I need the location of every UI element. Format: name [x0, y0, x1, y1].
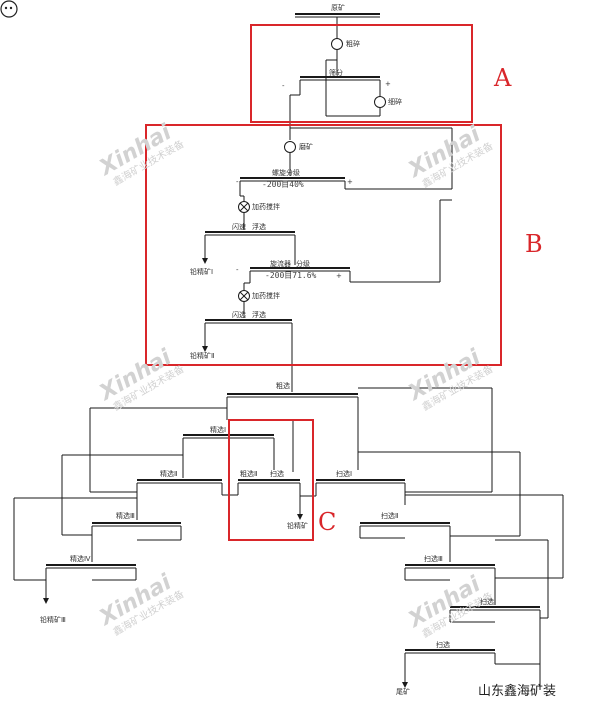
label-minus-b2: -	[236, 266, 239, 274]
label-classify1: 螺旋分级	[272, 169, 300, 177]
label-scav1: 扫选Ⅰ	[336, 470, 353, 478]
label-c-right: 扫选	[270, 470, 284, 478]
label-size2: -200目71.6%	[265, 271, 317, 280]
section-a-box	[250, 24, 473, 123]
label-grind2-b: 分级	[296, 260, 310, 268]
label-agitate2: 加药搅拌	[252, 292, 280, 300]
section-c-label: C	[318, 508, 337, 536]
label-grind2-a: 旋流器	[270, 260, 291, 268]
label-size1: -200目40%	[262, 180, 304, 189]
label-rough2-left: 闪选	[232, 311, 246, 319]
label-scav3: 扫选Ⅲ	[424, 555, 443, 563]
label-rough2-right: 浮选	[252, 311, 266, 319]
label-fine-crush: 细碎	[388, 98, 402, 106]
section-a-label: A	[494, 64, 512, 92]
label-plus: +	[385, 80, 391, 88]
crusher-symbol	[331, 38, 343, 50]
label-conc2: 铅精矿Ⅱ	[190, 352, 215, 360]
chat-bubble-icon	[0, 0, 18, 18]
brand-tag: 山东鑫海矿装	[478, 684, 557, 699]
label-scav5: 扫选	[436, 641, 450, 649]
label-clean3: 精选Ⅲ	[116, 512, 135, 520]
mill1-symbol	[284, 141, 296, 153]
label-crush: 粗碎	[346, 40, 360, 48]
label-clean4: 精选Ⅳ	[70, 555, 91, 563]
label-grind1: 磨矿	[299, 143, 313, 151]
label-c-left: 粗选Ⅱ	[240, 470, 258, 478]
section-c-box	[228, 419, 314, 541]
label-minus-b1: -	[236, 178, 239, 186]
label-clean1: 精选Ⅰ	[210, 426, 227, 434]
label-feed: 原矿	[331, 4, 345, 12]
label-scav4: 扫选	[480, 598, 494, 606]
label-agitate1: 加药搅拌	[252, 203, 280, 211]
label-plus-b1: +	[347, 178, 353, 186]
section-b-label: B	[525, 230, 543, 258]
section-b-box	[145, 124, 502, 366]
agitator1-symbol	[238, 201, 250, 213]
agitator2-symbol	[238, 290, 250, 302]
label-conc1: 铅精矿Ⅰ	[190, 268, 214, 276]
label-conc-final: 铅精矿Ⅲ	[40, 616, 66, 624]
label-minus: -	[282, 82, 285, 90]
label-plus-b2: +	[336, 272, 342, 280]
label-rougher: 粗选	[276, 382, 290, 390]
label-screen: 筛分	[329, 69, 343, 77]
fine-crusher-symbol	[374, 96, 386, 108]
label-rough1-right: 浮选	[252, 223, 266, 231]
label-rough1-left: 闪速	[232, 223, 246, 231]
label-c-out: 铅精矿	[287, 522, 308, 530]
label-clean2: 精选Ⅱ	[160, 470, 178, 478]
label-scav2: 扫选Ⅱ	[381, 512, 399, 520]
label-tailings: 尾矿	[396, 688, 410, 696]
